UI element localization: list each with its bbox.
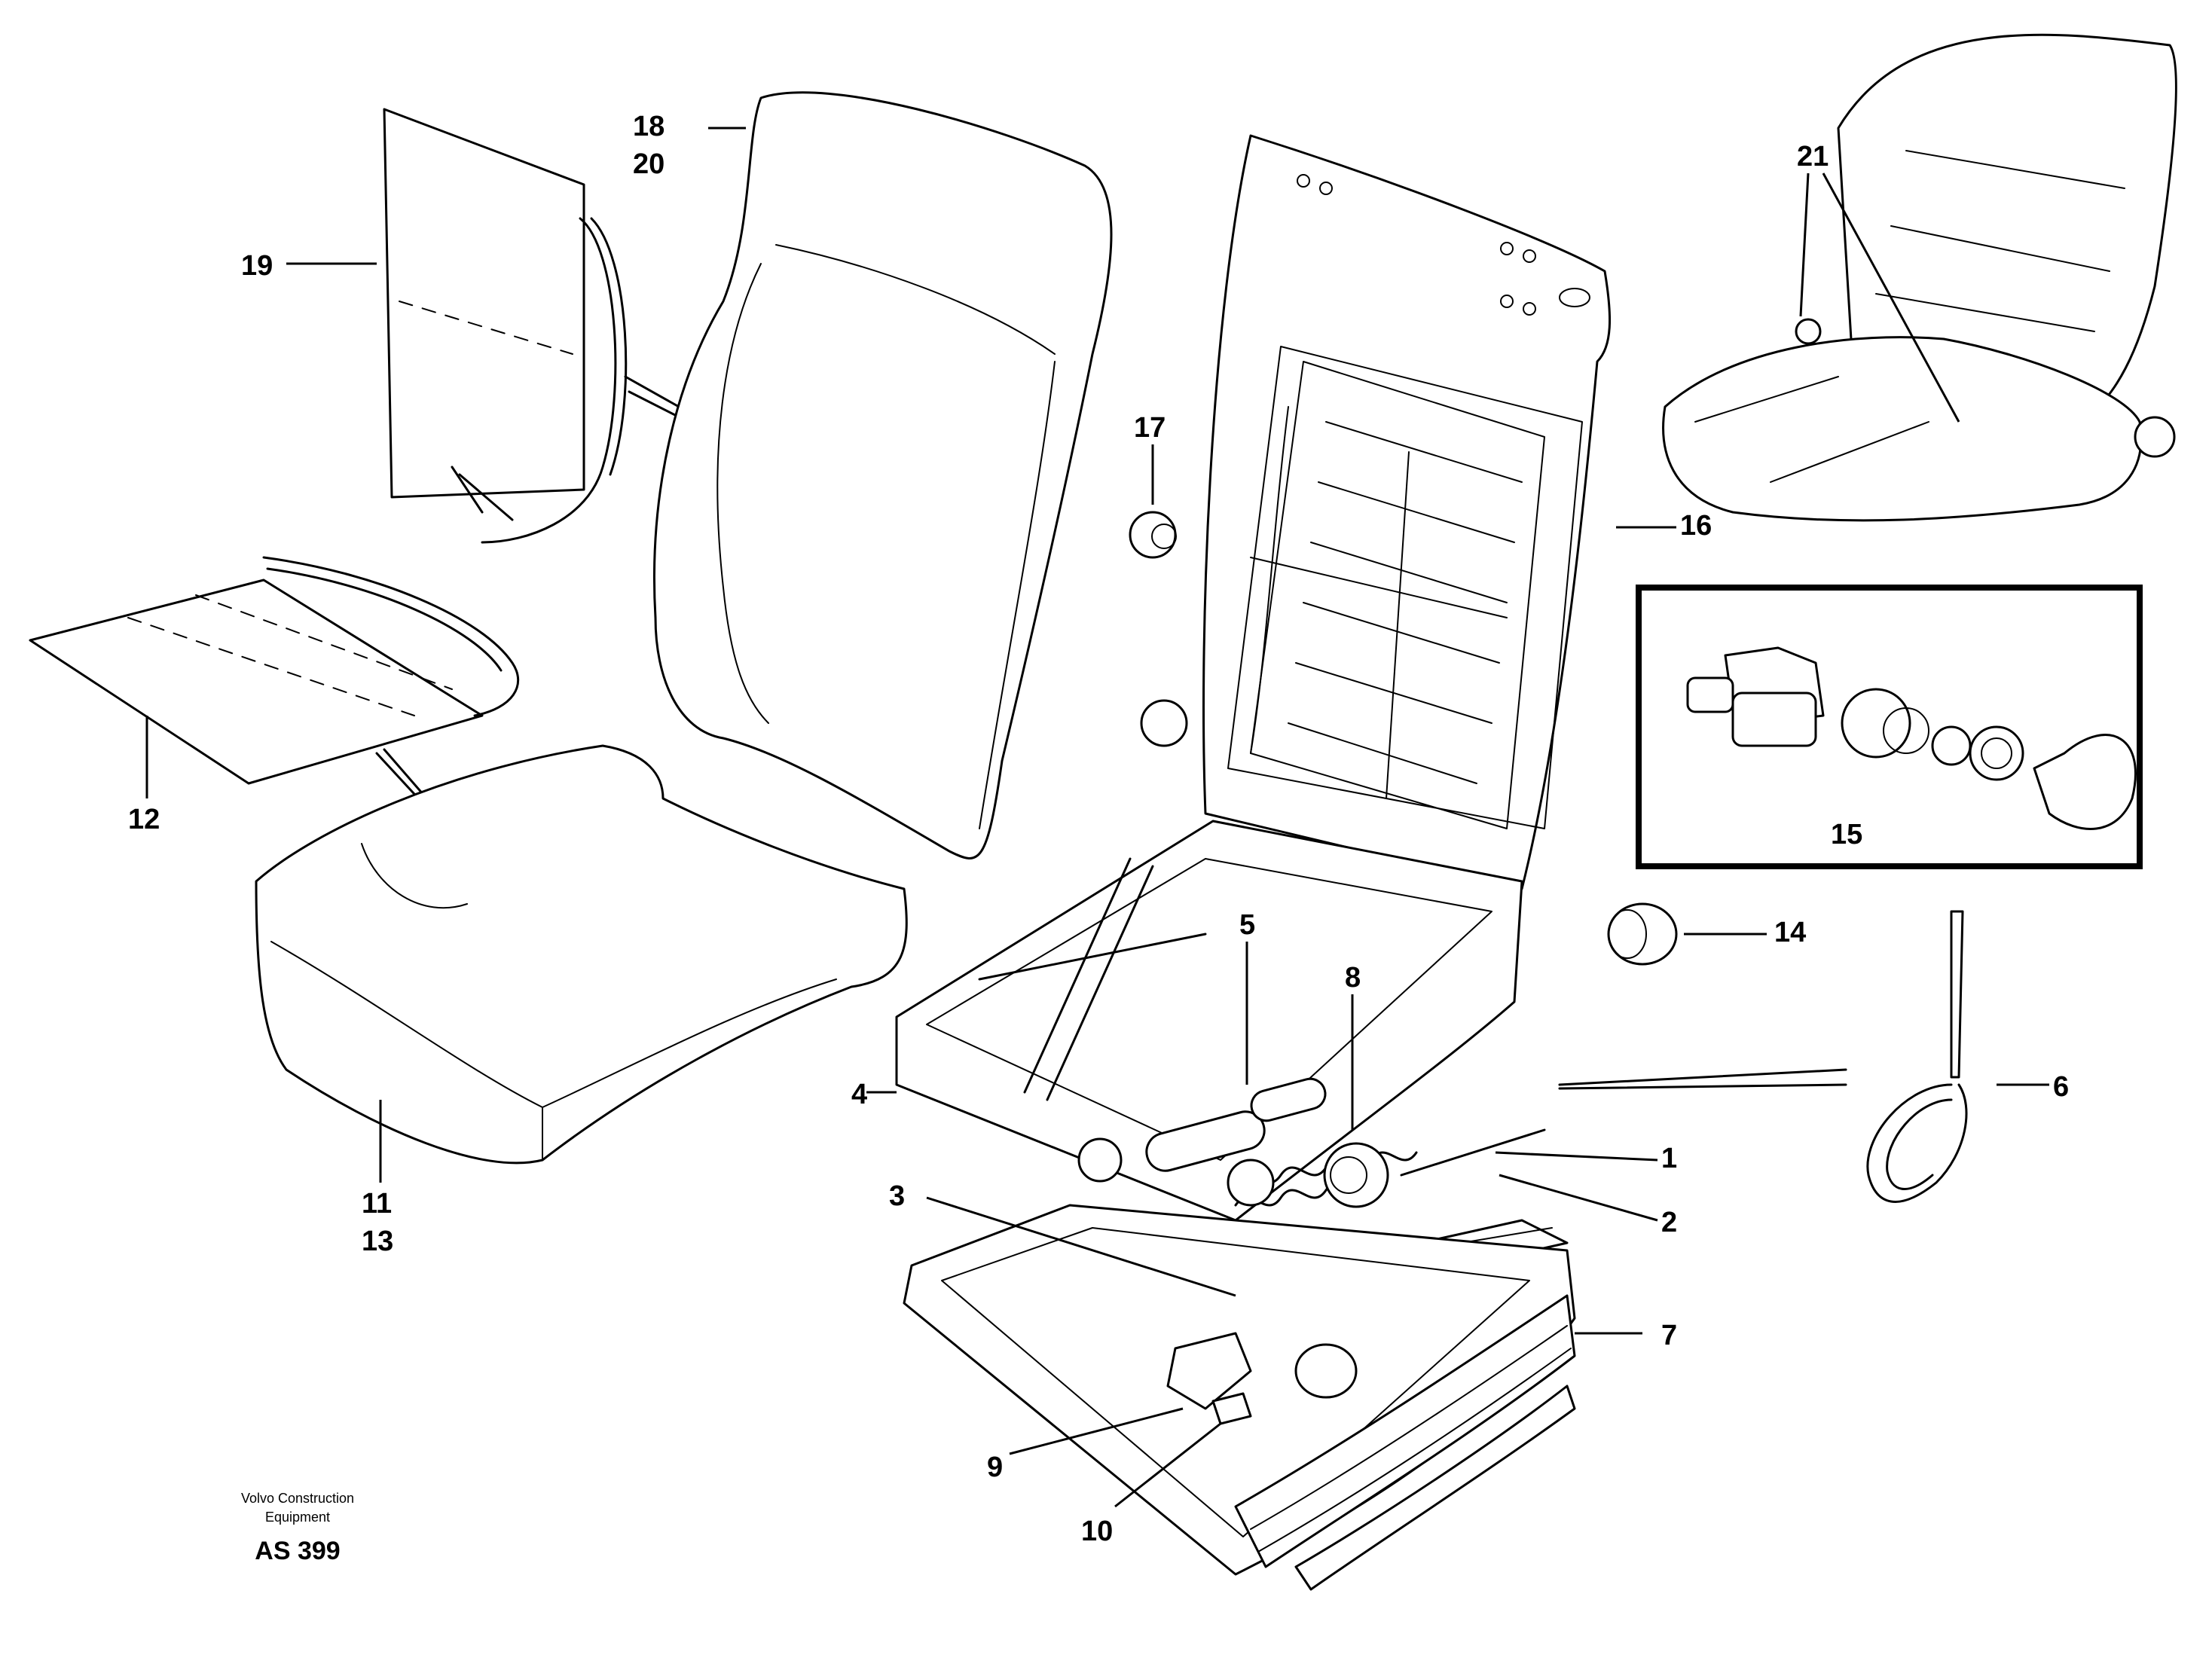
coil-spring [1227,1151,1418,1207]
callout-17: 17 [1134,412,1166,444]
cable-tie [1558,910,1968,1203]
callout-3: 3 [889,1180,905,1212]
backrest-heating-pad [383,108,868,544]
callout-11: 11 [362,1188,392,1220]
callout-5: 5 [1239,909,1255,941]
lumbar-switch-inset [1636,585,2143,869]
brand-line-1: Volvo Construction [241,1491,354,1506]
callout-19: 19 [241,250,273,282]
callout-7: 7 [1661,1320,1677,1351]
callout-12: 12 [128,804,160,835]
complete-seat-detail [1662,33,2177,522]
callout-6: 6 [2053,1071,2069,1103]
backrest-frame [1202,134,1612,890]
leader-lines [145,127,2049,1508]
seat-cushion [255,744,908,1165]
callout-14: 14 [1774,917,1806,948]
suspension-base [903,1204,1576,1591]
air-valve [1166,1332,1358,1425]
callout-21: 21 [1797,141,1829,172]
callout-16: 16 [1680,510,1712,542]
backrest-cushion [652,91,1113,859]
callout-8: 8 [1345,962,1361,994]
callout-13: 13 [362,1226,393,1257]
callout-18: 18 [633,111,665,142]
brand-line-2: Equipment [265,1510,330,1525]
seat-frame [895,699,1523,1222]
knob-14 [1607,902,1678,966]
gas-spring [1077,1077,1327,1183]
callout-10: 10 [1081,1516,1113,1547]
footer: Volvo Construction Equipment AS 399 [241,1491,354,1565]
callout-9: 9 [987,1452,1003,1483]
callout-1: 1 [1661,1143,1677,1174]
callout-4: 4 [851,1079,867,1110]
callouts: 18 20 19 21 17 16 12 15 5 14 8 4 6 1 11 … [128,111,2069,1547]
drawing-code: AS 399 [255,1537,340,1565]
callout-2: 2 [1661,1207,1677,1238]
callout-15: 15 [1831,819,1862,850]
knob-17 [1129,511,1177,559]
callout-20: 20 [633,148,665,180]
